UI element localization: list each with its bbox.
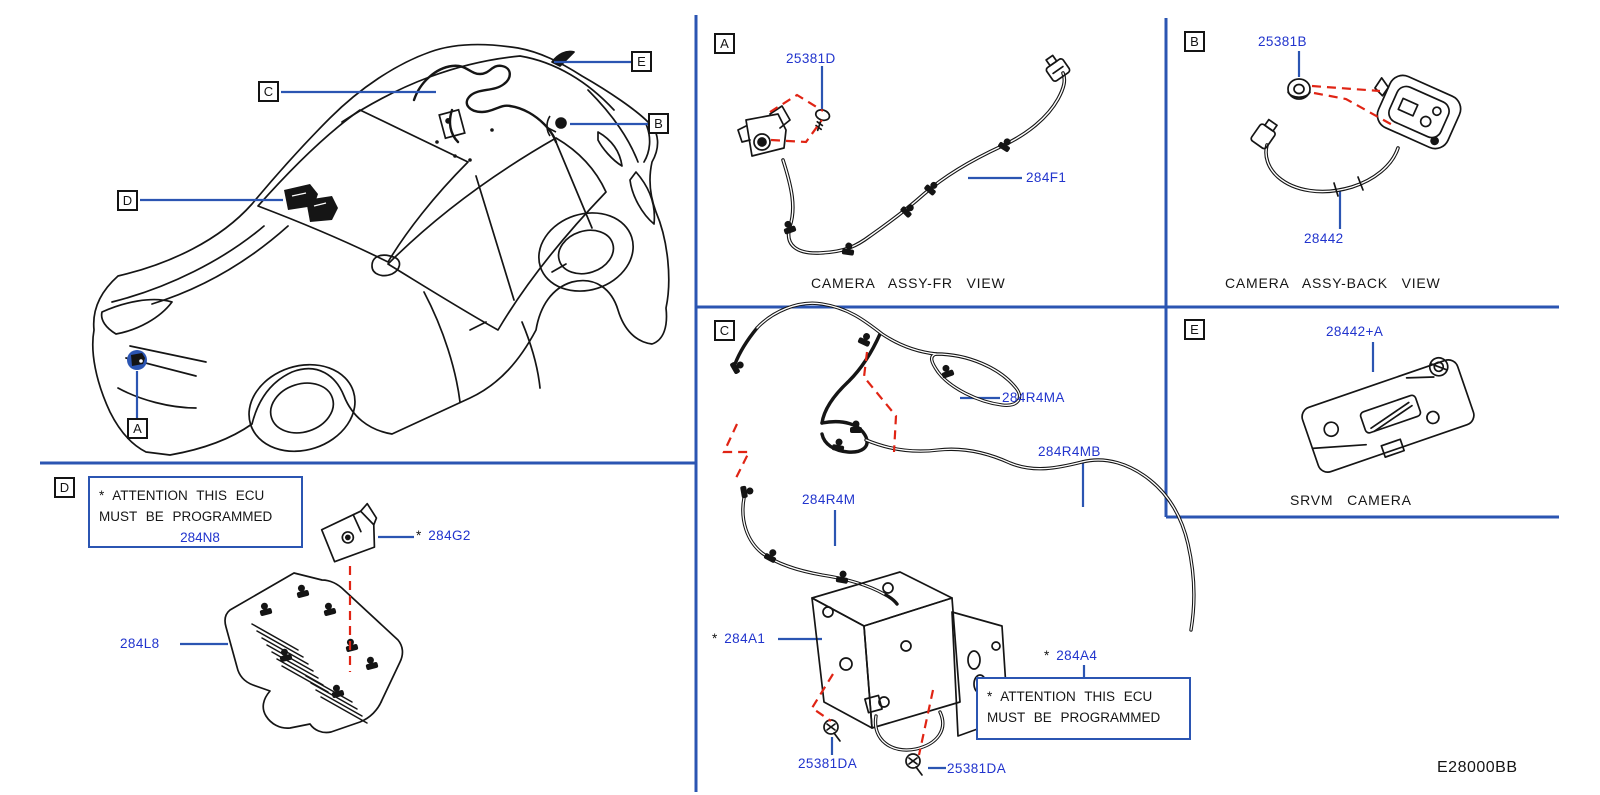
roof-harness-sketch [412, 64, 558, 162]
part-label-25381da-right[interactable]: 25381DA [947, 761, 1007, 776]
panel-c-letter[interactable]: C [714, 320, 735, 341]
srvm-camera-bracket-sketch [1301, 356, 1475, 473]
part-label-284r4ma[interactable]: 284R4MA [1002, 390, 1065, 405]
car-callout-a[interactable]: A [127, 418, 148, 439]
panel-c-attention-box: * ATTENTION THIS ECU MUST BE PROGRAMMED [976, 677, 1191, 740]
panel-a-caption: CAMERA ASSY-FR VIEW [811, 275, 1006, 291]
panel-b-letter[interactable]: B [1184, 31, 1205, 52]
front-camera-marker [127, 350, 147, 370]
asterisk: * [987, 689, 993, 704]
part-number[interactable]: 284A4 [1056, 648, 1098, 663]
part-label-284f1[interactable]: 284F1 [1026, 170, 1067, 185]
part-label-284g2[interactable]: * 284G2 [416, 528, 471, 543]
ecu-bracket-and-finisher-sketch [224, 502, 404, 734]
attention-part-number[interactable]: 284N8 [180, 530, 220, 545]
part-label-25381b[interactable]: 25381B [1258, 34, 1307, 49]
asterisk: * [416, 528, 422, 543]
car-callout-b[interactable]: B [648, 113, 669, 134]
back-camera-assembly-sketch [1250, 74, 1462, 197]
car-callout-c[interactable]: C [258, 81, 279, 102]
panel-c-red-dashes [722, 351, 935, 756]
rear-camera-sketch [546, 115, 567, 137]
part-label-28442a[interactable]: 28442+A [1326, 324, 1384, 339]
asterisk: * [1044, 648, 1050, 663]
onboard-unit-sketch [284, 184, 338, 222]
cable-harness-sketch [728, 301, 1196, 632]
attention-line-2: MUST BE PROGRAMMED [987, 710, 1161, 725]
part-number[interactable]: 284G2 [428, 528, 471, 543]
attention-line-1: * ATTENTION THIS ECU [99, 485, 301, 506]
panel-dividers [40, 15, 1559, 792]
panel-e-letter[interactable]: E [1184, 319, 1205, 340]
part-number[interactable]: 284A1 [724, 631, 766, 646]
car-callout-e[interactable]: E [631, 51, 652, 72]
attention-text: ATTENTION THIS ECU [1000, 689, 1153, 704]
car-callout-d[interactable]: D [117, 190, 138, 211]
panel-b-red-dashes [1311, 84, 1397, 128]
asterisk: * [99, 488, 105, 503]
panel-b-caption: CAMERA ASSY-BACK VIEW [1225, 275, 1441, 291]
part-label-284l8[interactable]: 284L8 [120, 636, 160, 651]
part-label-25381da-left[interactable]: 25381DA [798, 756, 858, 771]
attention-text: ATTENTION THIS ECU [112, 488, 265, 503]
part-label-284r4m[interactable]: 284R4M [802, 492, 856, 507]
part-label-284a1[interactable]: * 284A1 [712, 631, 765, 646]
section-d-letter[interactable]: D [54, 477, 75, 498]
part-label-28442[interactable]: 28442 [1304, 231, 1344, 246]
part-label-284r4mb[interactable]: 284R4MB [1038, 444, 1101, 459]
panel-a-red-dashes [769, 93, 824, 144]
callout-leader-lines [135, 51, 1375, 770]
attention-line-2: MUST BE PROGRAMMED [99, 509, 273, 524]
panel-a-letter[interactable]: A [714, 33, 735, 54]
ecu-module-sketch [811, 571, 1009, 776]
panel-e-caption: SRVM CAMERA [1290, 492, 1412, 508]
part-label-25381d[interactable]: 25381D [786, 51, 836, 66]
asterisk: * [712, 631, 718, 646]
attention-line-1: * ATTENTION THIS ECU [987, 686, 1189, 707]
car-illustration [91, 43, 670, 456]
part-label-284a4[interactable]: * 284A4 [1044, 648, 1097, 663]
diagram-code: E28000BB [1437, 759, 1518, 776]
front-camera-assembly-sketch [737, 54, 1071, 257]
section-d-attention-box: * ATTENTION THIS ECU MUST BE PROGRAMMED … [88, 476, 303, 548]
